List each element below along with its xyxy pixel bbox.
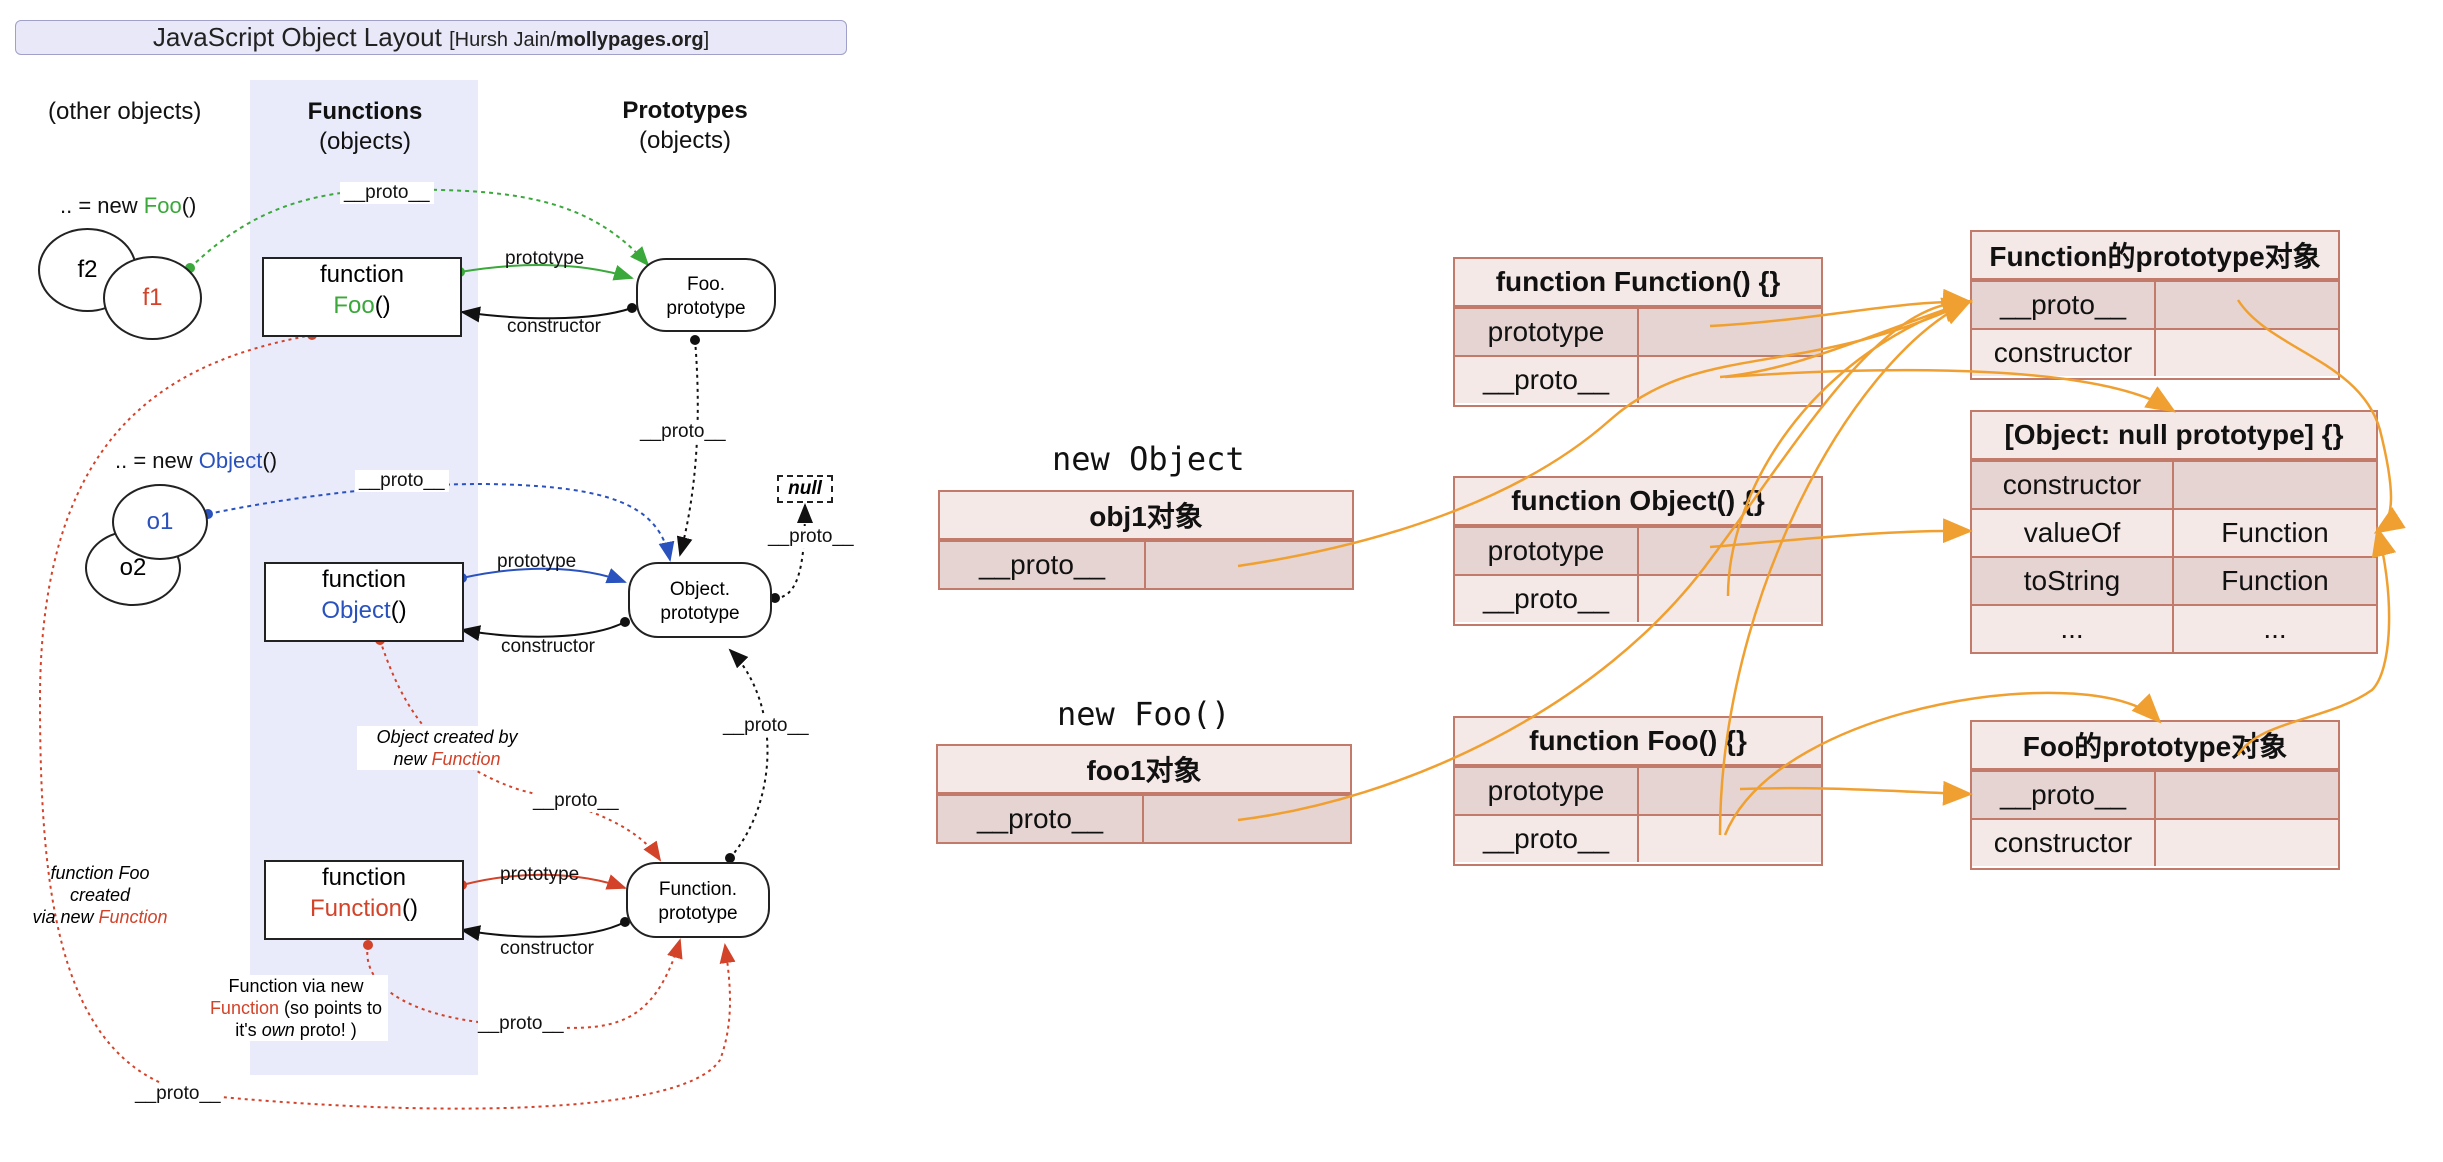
table-null-prototype-object: [Object: null prototype] {} constructor … (1970, 410, 2378, 654)
label-proto-foo-long: __proto__ (135, 1083, 221, 1105)
row-prototype-key: prototype (1455, 768, 1639, 814)
diagram-title-banner: JavaScript Object Layout [Hursh Jain/mol… (15, 20, 847, 55)
label-proto-function-proto: __proto__ (723, 715, 809, 737)
row-tostring-value: Function (2221, 565, 2329, 596)
new-object-label: .. = new Object() (115, 448, 278, 473)
table-function-prototype-object: Function的prototype对象 __proto__ construct… (1970, 230, 2340, 380)
row-valueof-value: Function (2221, 517, 2329, 548)
row-prototype-key: prototype (1455, 528, 1639, 574)
function-prototype-node: Function.prototype (626, 862, 770, 938)
function-function-box: function Function() (264, 860, 464, 940)
new-foo-label: .. = new Foo() (60, 193, 197, 218)
table-function-function-title: function Function() {} (1455, 259, 1821, 307)
col-header-other: (other objects) (48, 98, 202, 125)
table-function-object: function Object() {} prototype __proto__ (1453, 476, 1823, 626)
table-obj1: obj1对象 __proto__ (938, 490, 1354, 590)
label-constructor-function: constructor (500, 938, 594, 959)
note-function-via-new: Function via new Function (so points to … (204, 975, 388, 1041)
table-function-foo-title: function Foo() {} (1455, 718, 1821, 766)
banner-title: JavaScript Object Layout (152, 22, 442, 52)
row-proto-key: __proto__ (1455, 816, 1639, 862)
row-ellipsis-key: ... (1972, 606, 2174, 652)
row-proto-key: __proto__ (1972, 282, 2156, 328)
row-proto-key: __proto__ (1972, 772, 2156, 818)
table-function-function: function Function() {} prototype __proto… (1453, 257, 1823, 407)
function-foo-box: function Foo() (262, 257, 462, 337)
row-proto-key: __proto__ (1455, 576, 1639, 622)
table-foo-prototype-title: Foo的prototype对象 (1972, 722, 2338, 770)
table-obj1-key: __proto__ (940, 542, 1146, 588)
table-null-prototype-title: [Object: null prototype] {} (1972, 412, 2376, 460)
new-object-title: new Object (1052, 440, 1245, 478)
note-foo-created: function Foo created via new Function (32, 863, 168, 927)
label-prototype-object: prototype (497, 551, 577, 572)
row-proto-key: __proto__ (1455, 357, 1639, 403)
col-header-prototypes-sub: (objects) (638, 127, 732, 154)
row-constructor-key: constructor (1972, 462, 2174, 508)
object-f1: f1 (103, 256, 202, 340)
foo-prototype-node: Foo.prototype (636, 258, 776, 332)
object-prototype-node: Object.prototype (628, 562, 772, 638)
table-foo1-key: __proto__ (938, 796, 1144, 842)
table-foo1-title: foo1对象 (938, 746, 1350, 794)
col-header-functions-sub: (objects) (318, 128, 412, 155)
banner-credit: [Hursh Jain/mollypages.org] (449, 29, 710, 51)
col-header-functions: Functions (307, 98, 423, 125)
table-foo-prototype-object: Foo的prototype对象 __proto__ constructor (1970, 720, 2340, 870)
label-proto-f1: __proto__ (340, 182, 434, 204)
label-proto-object-proto: __proto__ (768, 526, 854, 548)
col-header-prototypes: Prototypes (622, 97, 748, 124)
table-function-prototype-title: Function的prototype对象 (1972, 232, 2338, 280)
label-prototype-foo: prototype (505, 248, 585, 269)
label-prototype-function: prototype (500, 864, 580, 885)
table-function-foo: function Foo() {} prototype __proto__ (1453, 716, 1823, 866)
table-obj1-title: obj1对象 (940, 492, 1352, 540)
table-foo1: foo1对象 __proto__ (936, 744, 1352, 844)
row-constructor-key: constructor (1972, 820, 2156, 866)
new-foo-title: new Foo() (1057, 695, 1231, 733)
row-valueof-key: valueOf (1972, 510, 2174, 556)
function-object-box: function Object() (264, 562, 464, 642)
label-constructor-foo: constructor (507, 316, 601, 337)
object-o1: o1 (112, 484, 208, 560)
null-node: null (777, 475, 833, 503)
table-function-object-title: function Object() {} (1455, 478, 1821, 526)
row-constructor-key: constructor (1972, 330, 2156, 376)
row-prototype-key: prototype (1455, 309, 1639, 355)
label-proto-foo-proto: __proto__ (640, 421, 726, 443)
row-tostring-key: toString (1972, 558, 2174, 604)
label-proto-o1: __proto__ (355, 470, 449, 492)
label-proto-function-own: __proto__ (478, 1013, 564, 1035)
row-ellipsis-value: ... (2263, 613, 2287, 644)
label-constructor-object: constructor (501, 636, 595, 657)
label-proto-object-fn: __proto__ (533, 790, 619, 812)
note-object-created: Object created by new Function (357, 726, 537, 770)
